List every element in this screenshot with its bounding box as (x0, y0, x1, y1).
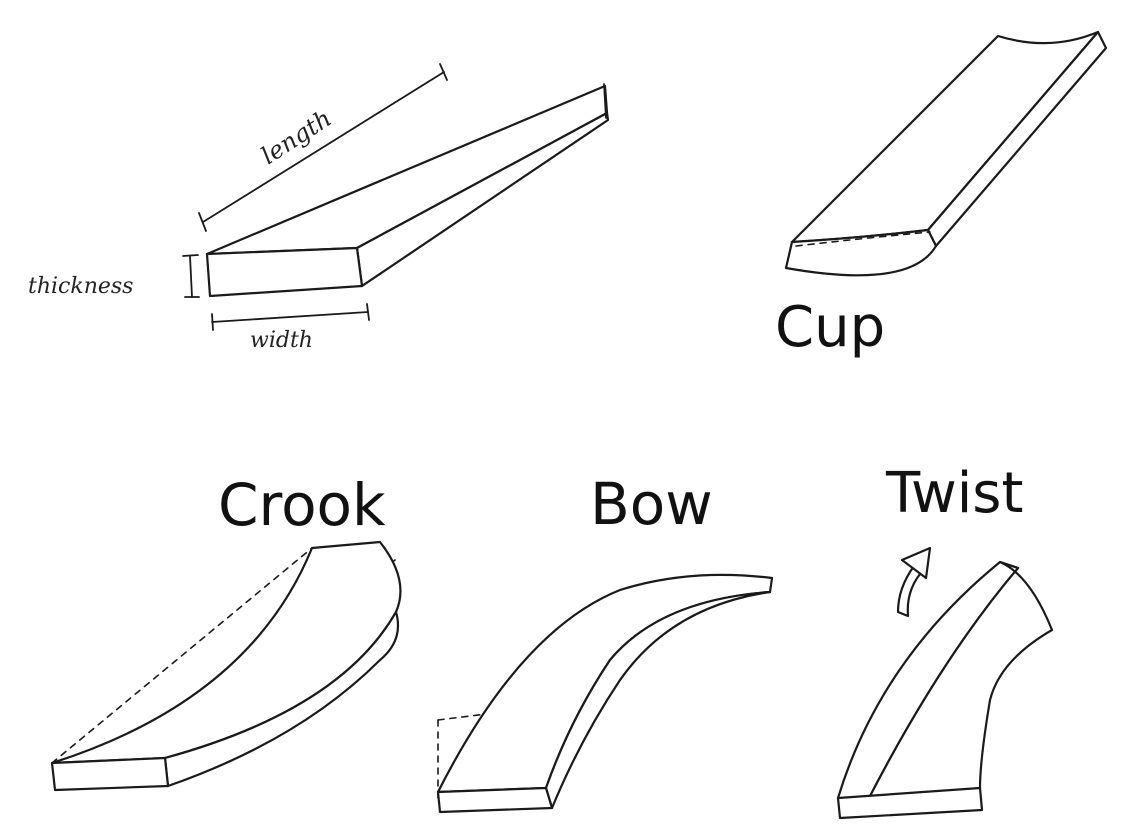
cup-figure: Cup (775, 30, 1108, 360)
bow-end-face (436, 786, 554, 814)
twist-right-face (866, 560, 1054, 802)
thickness-label: thickness (28, 274, 133, 299)
length-label: length (256, 104, 337, 170)
cup-end-face (784, 228, 938, 277)
board-end-face (205, 246, 364, 298)
board-dimensions-figure: length thickness width (28, 63, 610, 353)
cup-label: Cup (775, 295, 885, 360)
crook-side-face (163, 610, 400, 788)
crook-label: Crook (218, 471, 386, 539)
crook-figure: Crook (50, 471, 402, 792)
width-dimension-line (211, 311, 369, 323)
thickness-dimension-line (189, 255, 193, 298)
crook-end-face (50, 756, 170, 792)
twist-arrow-icon (896, 546, 932, 618)
twist-label: Twist (885, 461, 1023, 526)
crook-top-face (50, 540, 402, 765)
length-dimension-line (202, 71, 445, 223)
bow-side-face (544, 590, 772, 810)
bow-label: Bow (590, 470, 713, 538)
twist-figure: Twist (836, 461, 1054, 820)
twist-end-face (836, 786, 984, 820)
bow-figure: Bow (436, 470, 774, 814)
width-label: width (250, 328, 313, 353)
